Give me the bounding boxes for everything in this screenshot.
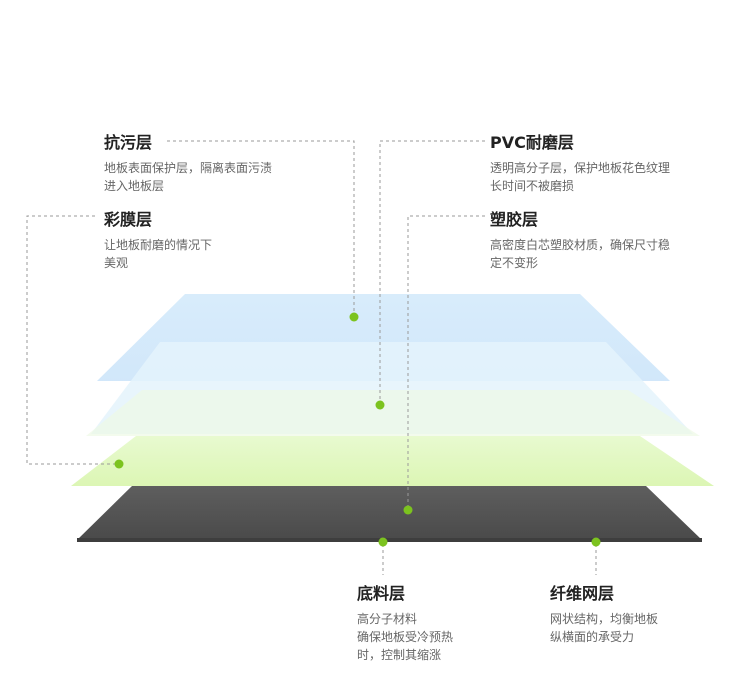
color-film-desc-line: 美观 <box>104 256 129 270</box>
base-title: 底料层 <box>357 584 406 603</box>
base-dot <box>378 537 388 547</box>
color-film-leader <box>26 215 117 465</box>
base-desc-line: 时，控制其缩涨 <box>357 648 442 662</box>
base-layer-edge <box>77 538 702 542</box>
plastic-glue-leader <box>407 215 485 510</box>
base-label: 底料层 高分子材料 确保地板受冷预热 时，控制其缩涨 <box>357 584 453 664</box>
plastic-glue-desc-line: 定不变形 <box>490 256 539 270</box>
base-desc-line: 高分子材料 <box>357 612 418 626</box>
plastic-glue-label: 塑胶层 高密度白芯塑胶材质，确保尺寸稳 定不变形 <box>490 210 670 272</box>
anti-stain-description: 地板表面保护层，隔离表面污渍 进入地板层 <box>104 159 272 195</box>
anti-stain-dot <box>349 312 359 322</box>
fiber-mesh-label: 纤维网层 网状结构，均衡地板 纵横面的承受力 <box>550 584 658 646</box>
pvc-wear-leader <box>379 140 485 404</box>
anti-stain-desc-line: 进入地板层 <box>104 179 165 193</box>
pvc-wear-title: PVC耐磨层 <box>490 133 574 152</box>
pvc-wear-desc-line: 透明高分子层，保护地板花色纹理 <box>490 161 671 175</box>
fiber-mesh-dot <box>591 537 601 547</box>
fiber-mesh-desc-line: 网状结构，均衡地板 <box>550 612 659 626</box>
pvc-wear-label: PVC耐磨层 透明高分子层，保护地板花色纹理 长时间不被磨损 <box>490 133 670 195</box>
base-layer <box>77 486 702 540</box>
color-film-title: 彩膜层 <box>104 210 153 229</box>
anti-stain-label: 抗污层 地板表面保护层，隔离表面污渍 进入地板层 <box>104 133 272 195</box>
fiber-mesh-desc-line: 纵横面的承受力 <box>550 630 635 644</box>
plastic-glue-layer <box>71 436 714 486</box>
fiber-mesh-description: 网状结构，均衡地板 纵横面的承受力 <box>550 610 658 646</box>
fiber-mesh-title: 纤维网层 <box>550 584 615 603</box>
pvc-wear-dot <box>375 400 385 410</box>
plastic-glue-title: 塑胶层 <box>490 210 539 229</box>
anti-stain-leader <box>167 140 355 315</box>
base-desc-line: 确保地板受冷预热 <box>357 630 454 644</box>
color-film-dot <box>114 459 124 469</box>
color-film-desc-line: 让地板耐磨的情况下 <box>104 238 213 252</box>
color-film-layer <box>86 390 700 436</box>
color-film-description: 让地板耐磨的情况下 美观 <box>104 236 212 272</box>
plastic-glue-description: 高密度白芯塑胶材质，确保尺寸稳 定不变形 <box>490 236 670 272</box>
base-description: 高分子材料 确保地板受冷预热 时，控制其缩涨 <box>357 610 453 664</box>
anti-stain-desc-line: 地板表面保护层，隔离表面污渍 <box>104 161 273 175</box>
plastic-glue-desc-line: 高密度白芯塑胶材质，确保尺寸稳 <box>490 238 671 252</box>
plastic-glue-dot <box>403 505 413 515</box>
pvc-wear-description: 透明高分子层，保护地板花色纹理 长时间不被磨损 <box>490 159 670 195</box>
color-film-label: 彩膜层 让地板耐磨的情况下 美观 <box>104 210 212 272</box>
anti-stain-title: 抗污层 <box>104 133 153 152</box>
pvc-wear-desc-line: 长时间不被磨损 <box>490 179 575 193</box>
